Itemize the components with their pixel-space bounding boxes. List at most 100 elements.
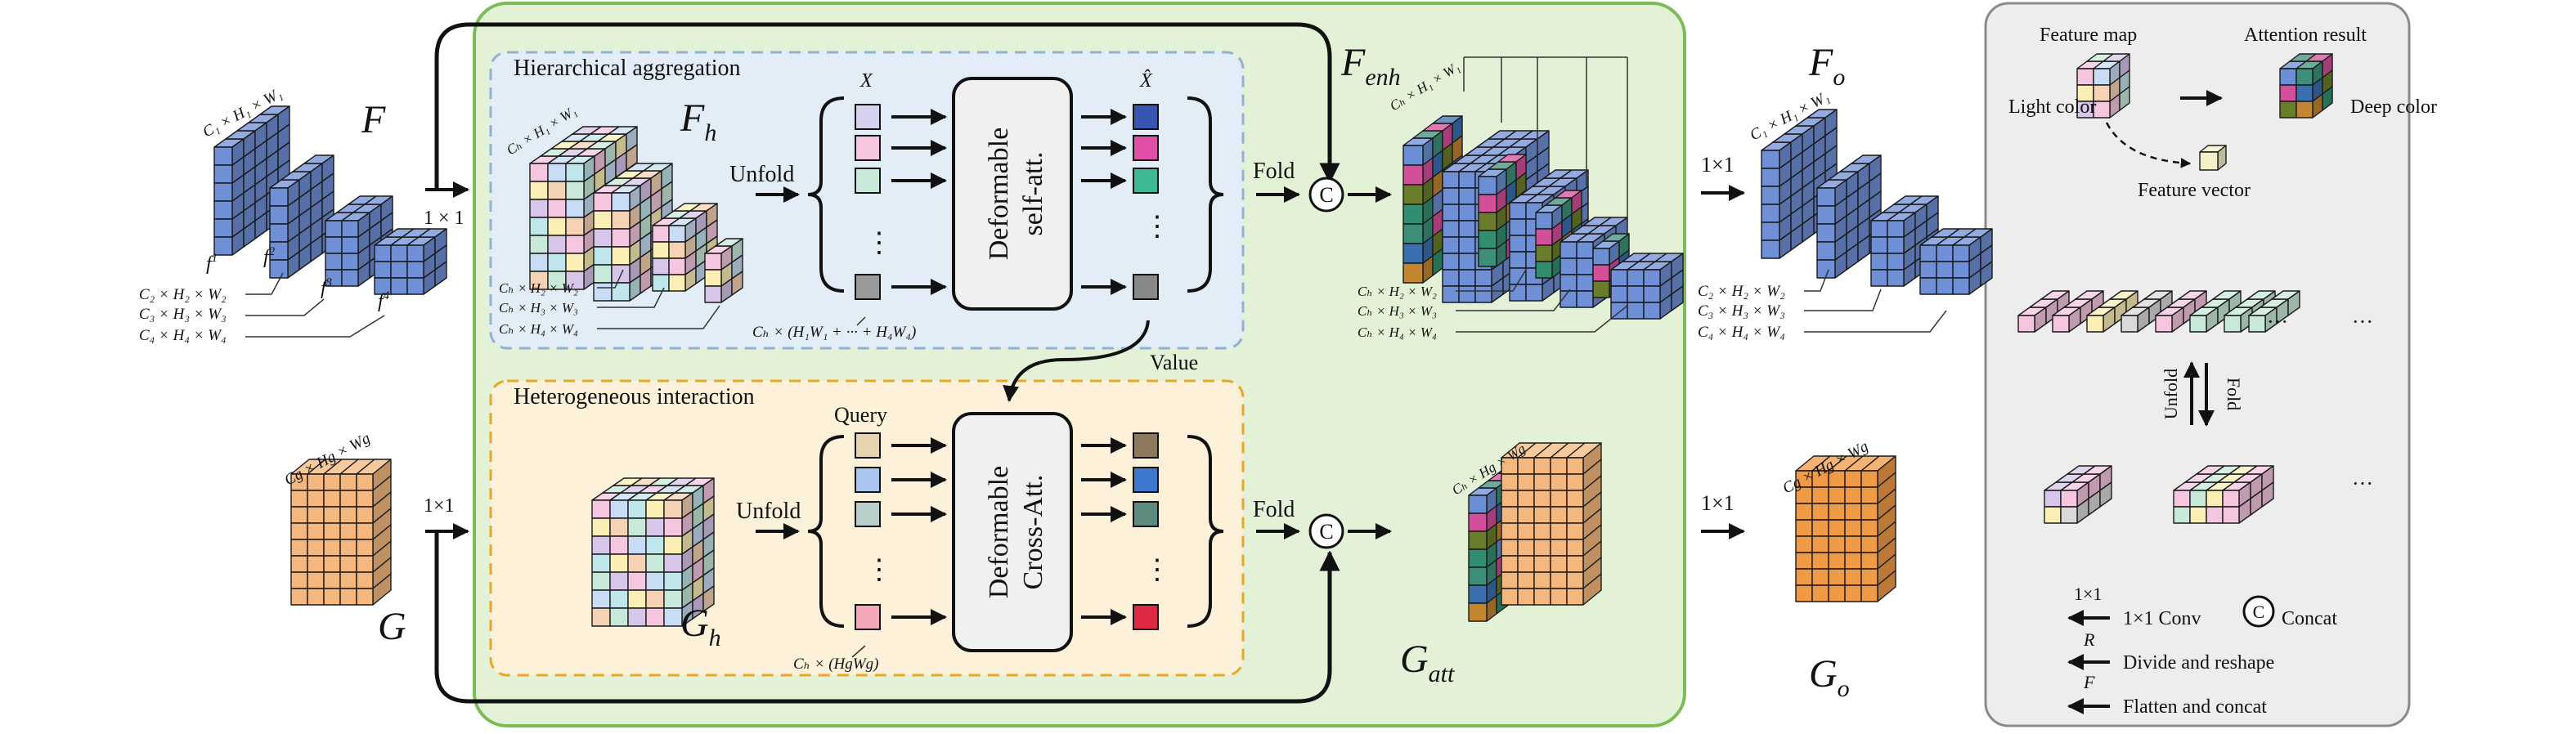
seq-self-leader xyxy=(856,316,866,326)
cube-Fh1-front xyxy=(565,199,585,218)
cube-Fenh1-front xyxy=(1458,204,1476,222)
cube-Gatt-deep-front xyxy=(1468,584,1488,604)
dims-Fo-4: C₄ × H₄ × W₄ xyxy=(1698,324,1785,341)
cube-F2-front xyxy=(269,205,289,225)
legend-feature-vector-cube-front xyxy=(2199,151,2219,171)
cube-Go-front xyxy=(1860,584,1878,602)
legend-token-bar-2-front xyxy=(2086,315,2104,333)
cube-Fh2-front xyxy=(593,210,613,230)
cube-Gatt-front xyxy=(1566,571,1584,589)
legend-cube-attention-front xyxy=(2296,68,2313,86)
cube-Fenh1-deep-front xyxy=(1402,184,1424,205)
cube-Fh1-front xyxy=(529,217,549,236)
cube-Go-front xyxy=(1860,519,1878,537)
cube-Fenh4-side xyxy=(1671,285,1684,311)
cube-G-front xyxy=(323,473,341,491)
cube-Gatt-deep-front xyxy=(1468,530,1488,550)
cube-F3-front xyxy=(325,236,343,254)
token-X-1 xyxy=(855,135,881,161)
cube-G-front xyxy=(339,473,357,491)
conv-1x1-right-bottom: 1×1 xyxy=(1701,491,1735,515)
cube-Gatt-front xyxy=(1566,473,1584,491)
cube-Fo4 xyxy=(1919,228,1993,295)
token-Xhat-3 xyxy=(1133,274,1159,300)
legend-flatten: Flatten and concat xyxy=(2123,696,2267,718)
cube-Go-front xyxy=(1844,584,1862,602)
cube-Fenh1-deep-front xyxy=(1402,145,1424,166)
deformable-cross-att-block xyxy=(952,412,1073,652)
fold-label-bottom: Fold xyxy=(1253,497,1295,522)
cube-Gatt-front xyxy=(1501,490,1519,508)
cube-F4-front xyxy=(374,244,392,262)
feature-cubes xyxy=(213,53,2333,627)
cube-Fh2-front xyxy=(611,246,631,266)
cube-Fenh1-front xyxy=(1442,204,1460,222)
legend-fold-block-2-front xyxy=(2189,490,2207,508)
cube-Fenh2-front xyxy=(1525,284,1543,302)
dims-F-2: C₂ × H₂ × W₂ xyxy=(139,286,227,303)
cube-Gatt-front xyxy=(1533,473,1551,491)
cube-Gatt-front xyxy=(1517,522,1535,540)
dims-Fenh-4: Cₕ × H₄ × W₄ xyxy=(1358,324,1437,340)
cube-Gh-front xyxy=(591,571,611,591)
cube-Gatt-front xyxy=(1501,571,1519,589)
legend-dots-1: ··· xyxy=(2267,310,2288,333)
cube-Fenh3-deep-front xyxy=(1535,212,1553,230)
legend-cube-feature-map-side xyxy=(2119,86,2130,111)
cube-Fenh1-deep-front xyxy=(1402,262,1424,284)
cube-Fh2-front xyxy=(611,192,631,212)
cube-Gh-front xyxy=(663,535,683,555)
token-Xhat-2 xyxy=(1133,168,1159,194)
cube-Gatt-front xyxy=(1501,555,1519,573)
cube-Gh-front xyxy=(645,535,665,555)
cube-G-front xyxy=(356,588,374,606)
f2-label: f2 xyxy=(263,245,276,268)
cube-Gh-front xyxy=(645,607,665,627)
cube-Gh-front xyxy=(663,589,683,609)
dims-Fo-leaders xyxy=(1804,269,1947,333)
cube-Gatt-front xyxy=(1550,555,1568,573)
cube-Gatt-deep-front xyxy=(1468,566,1488,586)
legend-token-bar-4-front xyxy=(2155,315,2173,333)
cube-Fenh2-deep-front xyxy=(1478,248,1497,267)
cube-Go-front xyxy=(1811,568,1829,586)
cube-Go-front xyxy=(1860,568,1878,586)
cube-Gh-front xyxy=(591,499,611,519)
cube-Fenh1-front xyxy=(1474,285,1492,303)
legend-cube-attention-front xyxy=(2296,84,2313,102)
cube-Gh-front xyxy=(663,517,683,537)
cube-Go-front xyxy=(1828,584,1846,602)
cube-Fenh4-front xyxy=(1627,269,1645,287)
legend-token-bar-7-front xyxy=(2248,315,2266,333)
cube-Gh-front xyxy=(663,499,683,519)
cube-Fh2-front xyxy=(593,192,613,212)
cube-G-front xyxy=(356,506,374,524)
brace-left-top xyxy=(807,96,845,293)
cube-Fenh1-front xyxy=(1458,187,1476,205)
cube-Gatt-front xyxy=(1501,473,1519,491)
cube-Gatt-front xyxy=(1550,539,1568,557)
cube-Fh4-front xyxy=(704,253,722,271)
cube-F2-front xyxy=(269,187,289,207)
cube-Fh1-front xyxy=(547,199,567,218)
legend-concat-symbol: C xyxy=(2253,602,2265,622)
legend-cube-attention-front xyxy=(2279,101,2297,119)
cube-G-front xyxy=(339,571,357,589)
cube-Gatt-front xyxy=(1517,457,1535,475)
legend-dots-3: ··· xyxy=(2352,472,2373,495)
cube-Fo2-front xyxy=(1816,223,1836,243)
seq-cross-dims: Cₕ × (HgWg) xyxy=(793,656,878,673)
token-query-3 xyxy=(855,604,881,630)
cube-Fenh3-front xyxy=(1576,257,1594,275)
dims-Fenh-leaders xyxy=(1456,269,1628,333)
cube-Fenh4-deep-front xyxy=(1592,264,1610,282)
cube-G-front xyxy=(339,588,357,606)
cube-Fo3-front xyxy=(1870,269,1888,287)
cube-Gh xyxy=(591,477,715,627)
cube-Go-front xyxy=(1795,535,1813,553)
dims-F-4: C₄ × H₄ × W₄ xyxy=(139,327,227,344)
legend-flatten-symbol: F xyxy=(2083,672,2095,692)
cube-Gh-side xyxy=(702,585,715,612)
legend-attention-result: Attention result xyxy=(2244,25,2367,46)
legend-token-bar-2 xyxy=(2086,290,2138,333)
